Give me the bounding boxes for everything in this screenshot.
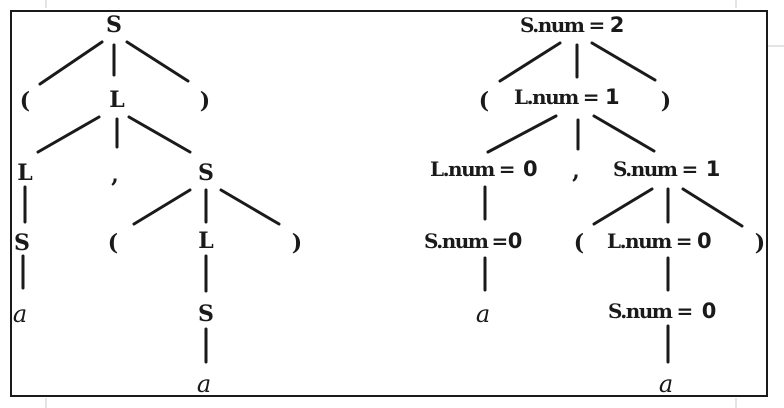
node-a-left: a (476, 300, 490, 328)
node-S-num-inner: S.num=0 (608, 299, 716, 323)
crop-marks (45, 0, 784, 408)
edge (219, 188, 281, 226)
node-S-root: S (106, 12, 122, 38)
node-S-inner: S (198, 301, 214, 327)
node-close-paren: ) (661, 88, 671, 114)
node-S-num-right: S.num=1 (613, 157, 720, 181)
node-L-num-top: L.num=1 (514, 85, 619, 109)
node-a-bottom: a (197, 370, 211, 398)
edge (127, 115, 192, 154)
node-comma: , (572, 158, 580, 184)
edge (36, 115, 101, 154)
edge (592, 187, 654, 226)
node-inner-open: ( (108, 230, 118, 256)
node-L-left: L (17, 160, 32, 186)
node-S-num-leaf: S.num=0 (424, 229, 522, 253)
edge (38, 40, 104, 86)
edge (125, 40, 190, 83)
node-L-num-left: L.num=0 (430, 157, 537, 181)
node-L-num-inner: L.num=0 (607, 229, 711, 253)
node-S-right: S (198, 160, 214, 186)
node-open-paren: ( (479, 88, 489, 114)
edge (132, 188, 192, 226)
node-comma: , (111, 162, 119, 188)
edge (590, 41, 657, 82)
diagram-frame (10, 10, 768, 397)
node-S-num-root: S.num=2 (520, 13, 623, 37)
node-a-left: a (13, 300, 27, 328)
node-inner-close: ) (755, 230, 765, 256)
edge (681, 187, 744, 228)
right-annotated-tree: S.num=2 ( L.num=1 ) L.num=0 , S.num=1 S.… (424, 13, 765, 398)
edge (486, 114, 558, 154)
node-a-bottom: a (659, 370, 673, 398)
node-L-top: L (109, 87, 124, 113)
node-S-leaf: S (14, 230, 30, 256)
node-L-inner: L (198, 228, 213, 254)
edge (592, 114, 656, 153)
node-inner-close: ) (292, 230, 302, 256)
node-inner-open: ( (574, 230, 584, 256)
left-parse-tree: S ( L ) L , S S ( L ) a S a (13, 12, 302, 398)
node-open-paren: ( (20, 88, 30, 114)
edge (498, 41, 562, 83)
node-close-paren: ) (200, 88, 210, 114)
